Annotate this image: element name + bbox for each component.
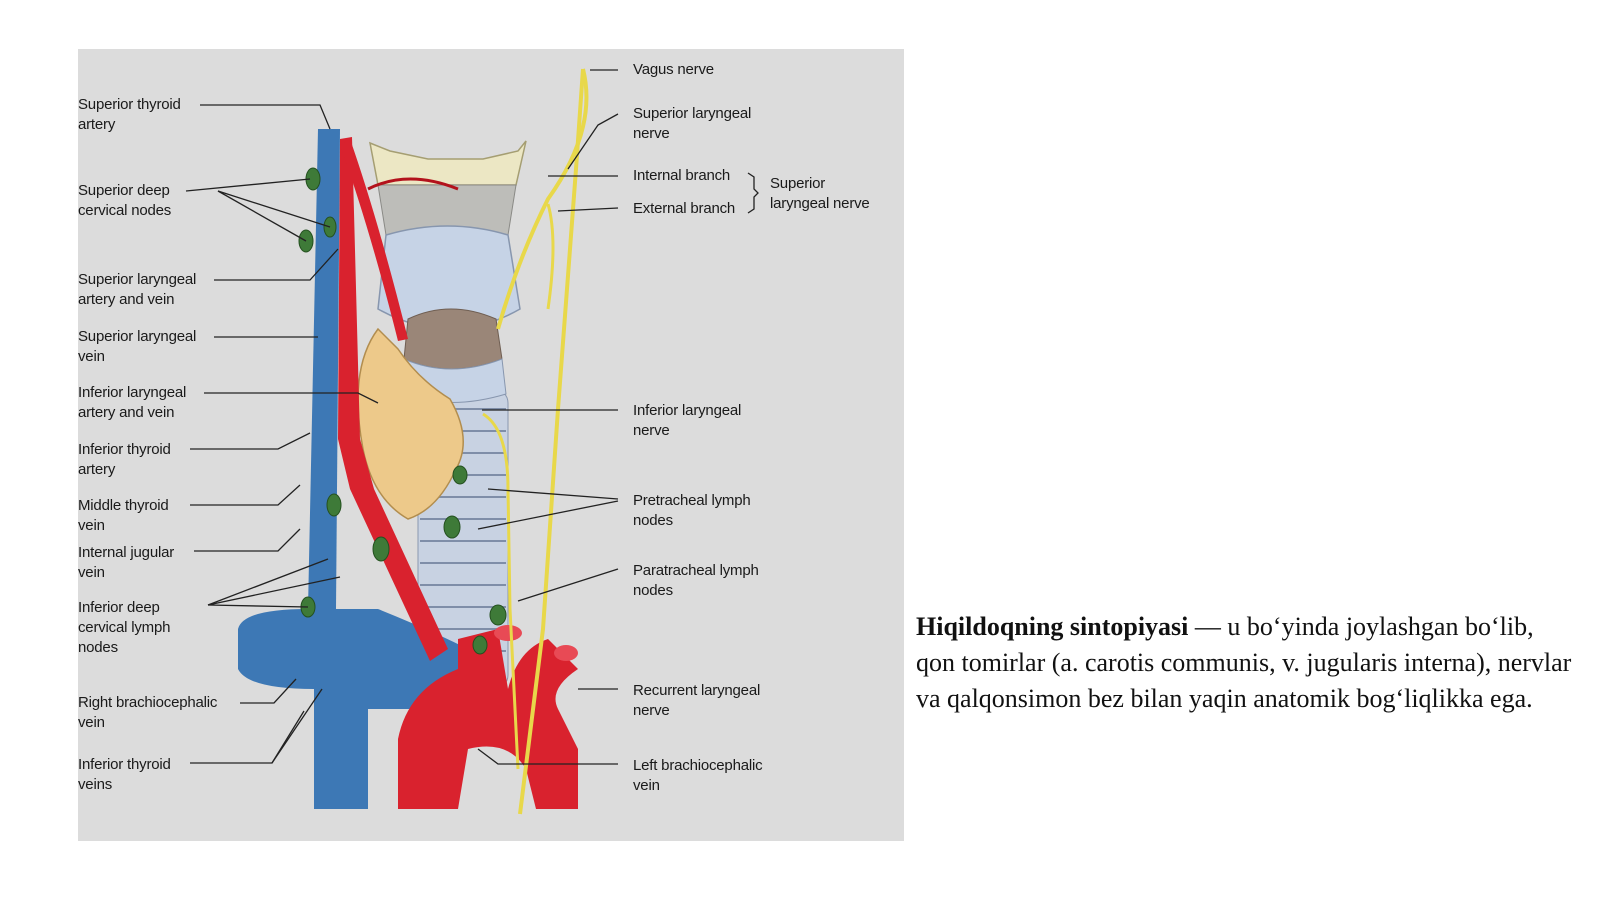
label-inferior-laryngeal-nerve: Inferior laryngeal nerve [633, 402, 742, 439]
label-inferior-thyroid-veins: Inferior thyroid veins [78, 756, 171, 793]
anatomy-illustration [185, 68, 759, 815]
lymph-nodes [298, 167, 507, 655]
label-superior-deep-cervical-nodes: Superior deep cervical nodes [78, 182, 172, 219]
label-paratracheal-lymph-nodes: Paratracheal lymph nodes [633, 562, 759, 599]
label-left-brachiocephalic-vein: Left brachiocephalic vein [633, 757, 763, 794]
caption-paragraph: Hiqildoqning sintopiyasi — u bo‘yinda jo… [916, 609, 1576, 717]
nerve-drawing [482, 68, 589, 815]
label-inferior-deep-cervical-lymph-nodes: Inferior deep cervical lymph nodes [78, 599, 171, 656]
label-inferior-laryngeal-artery-vein: Inferior laryngeal artery and vein [78, 384, 187, 421]
label-superior-laryngeal-vein: Superior laryngeal vein [78, 328, 197, 365]
label-internal-jugular-vein: Internal jugular vein [78, 544, 175, 581]
caption-title: Hiqildoqning sintopiyasi [916, 612, 1189, 641]
caption-body: — u bo‘yinda joylashgan bo‘lib, qon tomi… [916, 612, 1572, 713]
label-recurrent-laryngeal-nerve: Recurrent laryngeal nerve [633, 682, 761, 719]
internal-jugular-vein-drawing [238, 129, 472, 809]
label-superior-thyroid-artery: Superior thyroid artery [78, 96, 181, 133]
label-right-brachiocephalic-vein: Right brachiocephalic vein [78, 694, 218, 731]
label-inferior-thyroid-artery: Inferior thyroid artery [78, 441, 171, 478]
label-superior-laryngeal-artery-vein: Superior laryngeal artery and vein [78, 271, 197, 308]
label-superior-laryngeal-nerve-brace: Superior laryngeal nerve [770, 175, 870, 212]
label-external-branch: External branch [633, 200, 736, 217]
carotid-artery-drawing [338, 137, 459, 661]
label-middle-thyroid-vein: Middle thyroid vein [78, 497, 169, 534]
label-pretracheal-lymph-nodes: Pretracheal lymph nodes [633, 492, 751, 529]
larynx-topography-figure: Superior thyroid artery Superior deep ce… [78, 49, 904, 841]
label-superior-laryngeal-nerve: Superior laryngeal nerve [633, 105, 752, 142]
label-internal-branch: Internal branch [633, 167, 731, 184]
label-vagus-nerve: Vagus nerve [633, 61, 714, 78]
leader-lines [185, 69, 759, 765]
